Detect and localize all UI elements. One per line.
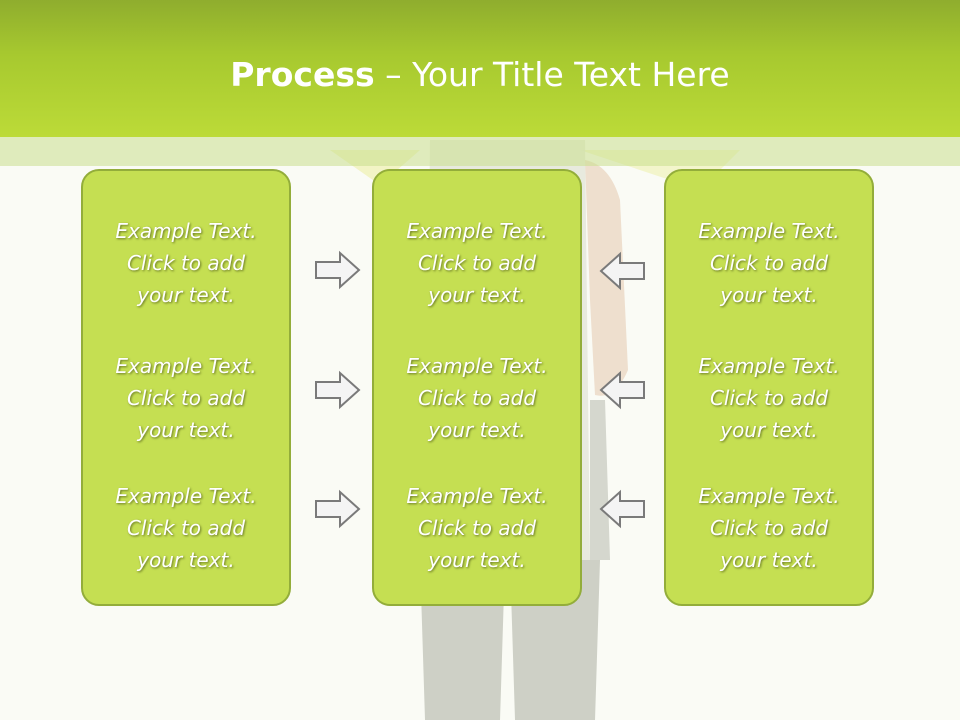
arrow-left-icon[interactable] (598, 489, 646, 529)
text-line: Click to add (126, 516, 246, 540)
text-item[interactable]: Example Text. Click to add your text. (83, 215, 289, 311)
text-line: Example Text. (406, 219, 548, 243)
left-text-panel[interactable]: Example Text. Click to add your text. Ex… (81, 169, 291, 606)
text-line: Example Text. (698, 484, 840, 508)
text-line: Example Text. (698, 354, 840, 378)
title-bold-part: Process (230, 55, 375, 94)
text-line: Click to add (417, 251, 537, 275)
text-item[interactable]: Example Text. Click to add your text. (83, 350, 289, 446)
text-line: Click to add (709, 386, 829, 410)
arrow-right-icon[interactable] (314, 489, 362, 529)
center-text-panel[interactable]: Example Text. Click to add your text. Ex… (372, 169, 582, 606)
text-item[interactable]: Example Text. Click to add your text. (83, 480, 289, 576)
text-line: your text. (720, 548, 818, 572)
text-line: your text. (428, 548, 526, 572)
text-item[interactable]: Example Text. Click to add your text. (666, 350, 872, 446)
text-line: Example Text. (115, 354, 257, 378)
text-item[interactable]: Example Text. Click to add your text. (666, 215, 872, 311)
text-line: your text. (720, 418, 818, 442)
arrow-left-icon[interactable] (598, 251, 646, 291)
text-line: your text. (137, 548, 235, 572)
text-line: your text. (428, 418, 526, 442)
text-line: your text. (137, 418, 235, 442)
text-line: your text. (428, 283, 526, 307)
text-item[interactable]: Example Text. Click to add your text. (374, 215, 580, 311)
text-line: your text. (720, 283, 818, 307)
text-line: Click to add (126, 386, 246, 410)
text-line: Click to add (126, 251, 246, 275)
text-line: your text. (137, 283, 235, 307)
text-line: Example Text. (698, 219, 840, 243)
right-text-panel[interactable]: Example Text. Click to add your text. Ex… (664, 169, 874, 606)
arrow-right-icon[interactable] (314, 250, 362, 290)
text-line: Click to add (417, 386, 537, 410)
text-item[interactable]: Example Text. Click to add your text. (374, 350, 580, 446)
text-line: Click to add (709, 251, 829, 275)
text-line: Example Text. (406, 354, 548, 378)
text-line: Example Text. (115, 219, 257, 243)
header-bar (0, 0, 960, 137)
title-rest-part: – Your Title Text Here (374, 55, 730, 94)
text-line: Example Text. (406, 484, 548, 508)
arrow-right-icon[interactable] (314, 370, 362, 410)
text-line: Example Text. (115, 484, 257, 508)
arrow-left-icon[interactable] (598, 370, 646, 410)
text-line: Click to add (417, 516, 537, 540)
text-item[interactable]: Example Text. Click to add your text. (666, 480, 872, 576)
text-item[interactable]: Example Text. Click to add your text. (374, 480, 580, 576)
text-line: Click to add (709, 516, 829, 540)
slide-title[interactable]: Process – Your Title Text Here (0, 52, 960, 98)
header-stripe (0, 137, 960, 166)
